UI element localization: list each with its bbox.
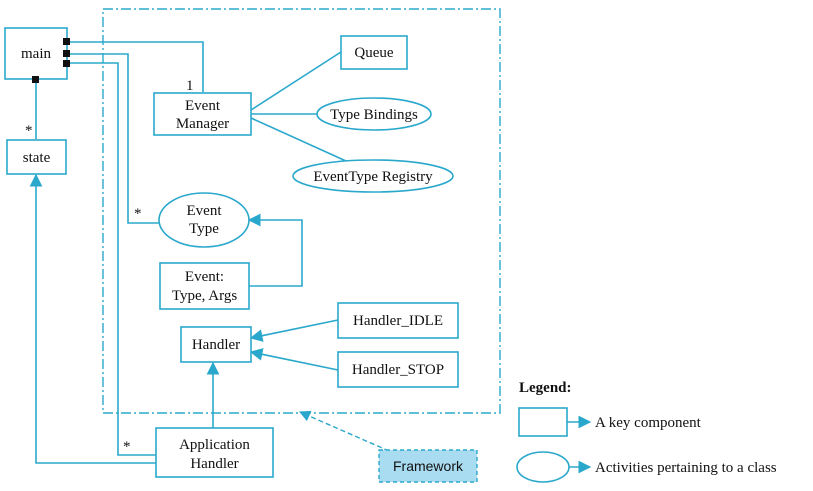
framework-label: Framework — [393, 458, 464, 474]
edge-framework-boundary — [298, 410, 390, 452]
type-bindings-label: Type Bindings — [330, 107, 418, 123]
event-type-label-line1: Event — [187, 203, 223, 219]
legend: Legend: A key component Activities perta… — [516, 380, 777, 483]
main-label: main — [21, 46, 51, 62]
legend-activities-swatch — [516, 451, 570, 483]
handler-stop-label: Handler_STOP — [352, 362, 444, 378]
event-type-label-line2: Type — [189, 221, 219, 237]
edge-main-application-handler — [67, 62, 156, 456]
port — [63, 50, 70, 57]
connectors — [29, 41, 390, 464]
multiplicity-event-manager: 1 — [186, 78, 194, 94]
node-eventtype-registry: EventType Registry — [292, 159, 454, 193]
eventtype-registry-label: EventType Registry — [313, 169, 433, 185]
port — [63, 60, 70, 67]
node-handler: Handler — [180, 326, 252, 363]
application-handler-label-line1: Application — [179, 437, 250, 453]
multiplicity-application-handler: * — [123, 439, 131, 455]
legend-title: Legend: — [519, 380, 572, 396]
handler-idle-label: Handler_IDLE — [353, 313, 443, 329]
legend-key-component-label: A key component — [595, 415, 702, 431]
edge-application-handler-state — [29, 173, 156, 464]
application-handler-label-line2: Handler — [190, 456, 238, 472]
node-event-args: Event: Type, Args — [159, 262, 250, 310]
multiplicity-state: * — [25, 123, 33, 139]
port — [32, 76, 39, 83]
edge-main-event-type — [67, 53, 160, 224]
node-main: main — [4, 27, 70, 83]
state-label: state — [23, 150, 51, 166]
node-type-bindings: Type Bindings — [316, 97, 432, 131]
event-args-label-line2: Type, Args — [172, 288, 238, 304]
node-handler-idle: Handler_IDLE — [337, 302, 459, 339]
node-state: state — [6, 139, 67, 175]
edge-event-manager-queue — [250, 51, 342, 111]
node-application-handler: Application Handler — [155, 427, 274, 478]
event-args-label-line1: Event: — [185, 269, 224, 285]
node-event-manager: Event Manager — [153, 92, 252, 136]
handler-label: Handler — [192, 337, 240, 353]
node-queue: Queue — [340, 35, 408, 70]
edge-event-manager-registry — [250, 117, 347, 162]
event-manager-label-line1: Event — [185, 98, 221, 114]
legend-activities-label: Activities pertaining to a class — [595, 460, 777, 476]
legend-key-component-swatch — [518, 407, 568, 437]
node-framework: Framework — [378, 449, 478, 483]
node-handler-stop: Handler_STOP — [337, 351, 459, 388]
edge-handler-stop-handler — [249, 348, 339, 371]
port — [63, 38, 70, 45]
event-manager-label-line2: Manager — [176, 116, 229, 132]
edge-event-args-event-type — [247, 213, 303, 287]
queue-label: Queue — [354, 45, 393, 61]
node-event-type: Event Type — [158, 192, 250, 248]
edge-main-event-manager — [67, 41, 204, 92]
edge-handler-idle-handler — [249, 319, 339, 342]
multiplicity-event-type: * — [134, 206, 142, 222]
